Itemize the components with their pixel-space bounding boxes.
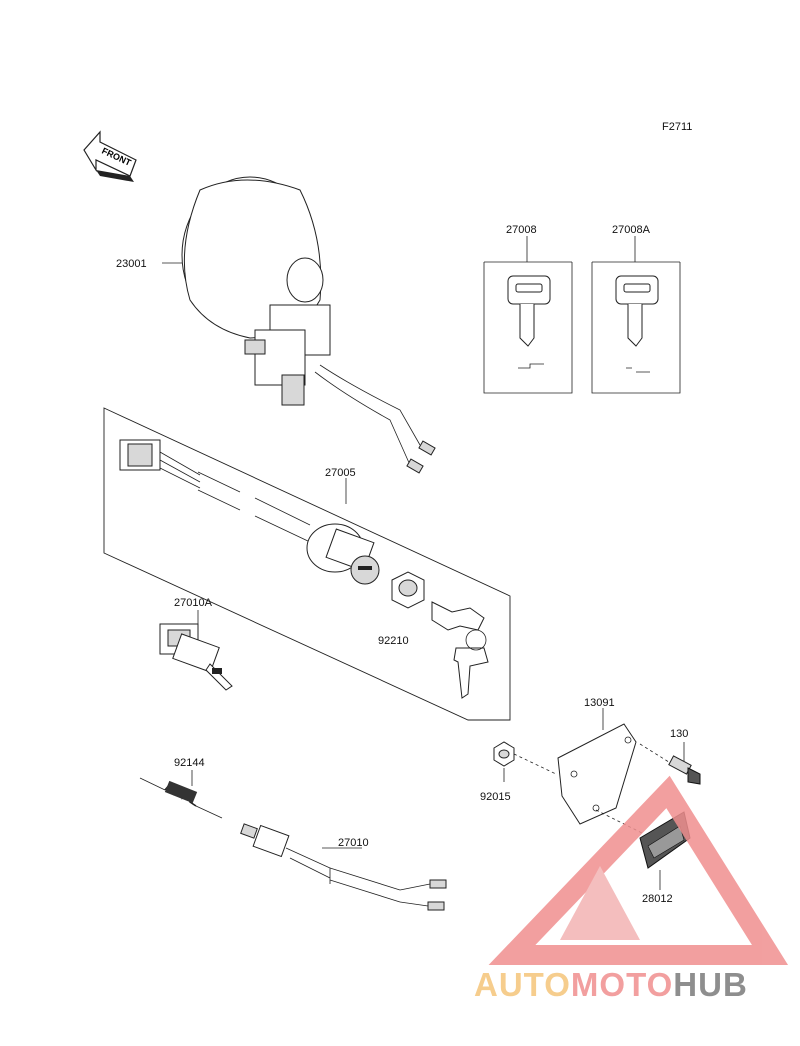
switch-assembly-box — [103, 407, 511, 721]
watermark-moto: MOTO — [571, 966, 673, 1003]
label-92015: 92015 — [480, 791, 511, 803]
label-23001: 23001 — [116, 258, 147, 270]
label-28012: 28012 — [642, 893, 673, 905]
label-130: 130 — [670, 728, 688, 740]
label-13091: 13091 — [584, 697, 615, 709]
headlight-23001 — [181, 176, 436, 474]
label-92210: 92210 — [378, 635, 409, 647]
spring-92144 — [139, 770, 223, 819]
label-27008A: 27008A — [612, 224, 651, 236]
front-arrow-icon: FRONT — [83, 130, 137, 182]
label-27008: 27008 — [506, 224, 537, 236]
watermark-hub: HUB — [673, 966, 748, 1003]
figure-code: F2711 — [662, 121, 692, 133]
label-27010: 27010 — [338, 837, 369, 849]
keys-box — [483, 236, 681, 394]
label-92144: 92144 — [174, 757, 205, 769]
watermark-text: AUTOMOTOHUB — [474, 966, 748, 1003]
switch-27010A — [159, 610, 233, 691]
label-27005: 27005 — [325, 467, 356, 479]
nut-92015 — [493, 741, 557, 782]
watermark-logo: AUTOMOTOHUB — [474, 775, 789, 1003]
label-27010A: 27010A — [174, 597, 213, 609]
switch-27010 — [240, 823, 447, 911]
bolt-130 — [639, 742, 701, 785]
bracket-13091 — [557, 708, 637, 825]
watermark-auto: AUTO — [474, 966, 571, 1003]
